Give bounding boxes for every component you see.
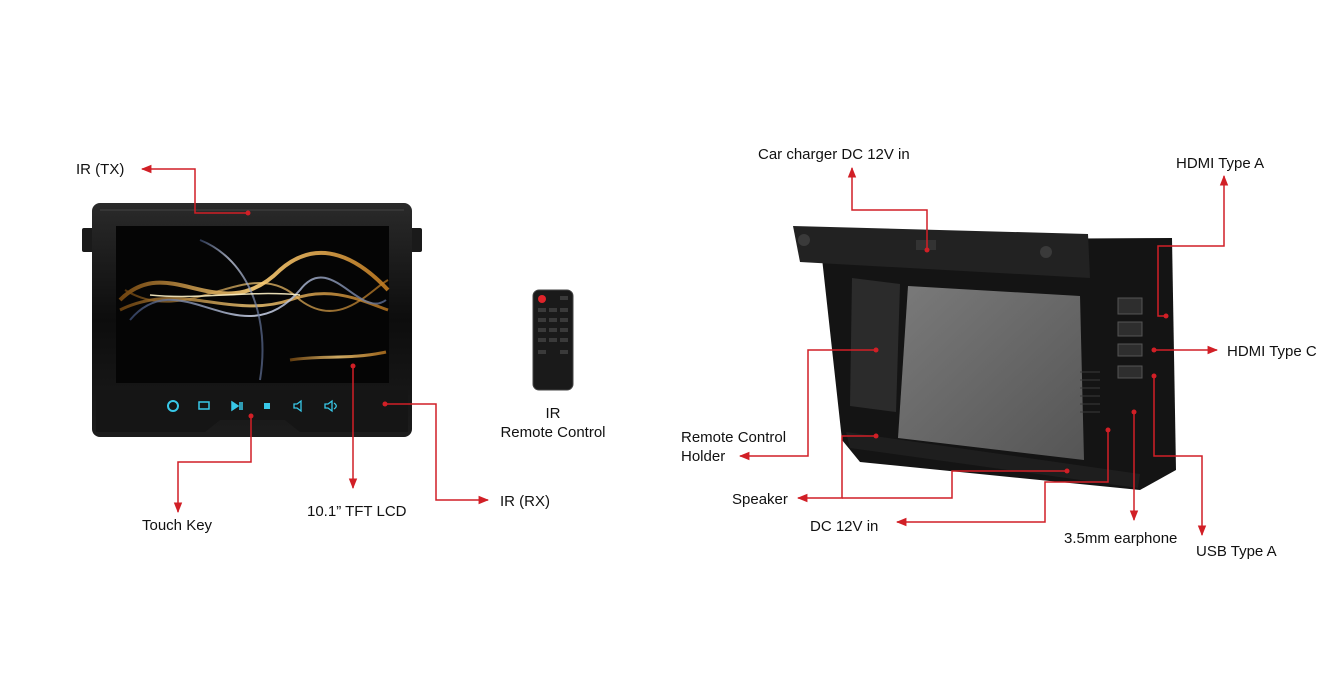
port-block — [1117, 297, 1143, 379]
bottom-edge — [846, 432, 1140, 488]
mount-bracket — [793, 226, 1090, 278]
label-remote-holder-line2: Holder — [681, 448, 726, 465]
remote-control — [532, 289, 574, 391]
label-hdmi-c: HDMI Type C — [1227, 343, 1317, 360]
leader-dots — [245, 210, 1169, 474]
label-hdmi-a: HDMI Type A — [1176, 155, 1265, 172]
leader-car-charger — [847, 166, 928, 250]
label-speaker: Speaker — [732, 491, 788, 508]
bracket-screw-right — [1040, 246, 1052, 258]
speaker-grille — [1080, 371, 1100, 413]
remote-power-button — [538, 295, 546, 303]
label-remote-control: Remote Control — [500, 424, 606, 441]
label-dc-in: DC 12V in — [810, 518, 879, 535]
leader-touch-key — [173, 416, 252, 514]
play-pause-icon[interactable] — [231, 400, 243, 412]
label-ir-tx: IR (TX) — [76, 161, 125, 178]
leader-lines — [140, 164, 1229, 537]
leader-remote-holder — [738, 349, 876, 461]
leader-speaker-lower — [842, 470, 1067, 499]
source-icon[interactable] — [198, 401, 210, 410]
leader-ir-tx — [140, 164, 248, 214]
dc-socket — [916, 240, 936, 250]
label-car-charger: Car charger DC 12V in — [758, 146, 910, 163]
leader-speaker-upper — [796, 435, 876, 503]
bracket-screw-left — [798, 234, 810, 246]
volume-down-icon[interactable] — [293, 399, 302, 413]
label-touch-key: Touch Key — [142, 517, 213, 534]
remote-buttons — [538, 296, 568, 354]
screen-wallpaper — [118, 239, 390, 381]
leader-usb-a — [1153, 376, 1207, 537]
back-monitor — [793, 226, 1176, 490]
leader-dc-in — [895, 430, 1109, 527]
label-remote-holder-line1: Remote Control — [681, 429, 787, 446]
leader-ir-rx — [385, 403, 490, 505]
label-earphone: 3.5mm earphone — [1064, 530, 1178, 547]
touch-keys — [167, 399, 337, 413]
label-ir-rx: IR (RX) — [500, 493, 550, 510]
power-icon[interactable] — [167, 400, 179, 412]
leader-hdmi-a — [1157, 174, 1229, 317]
stop-icon[interactable] — [264, 403, 270, 409]
remote-holder — [850, 278, 900, 412]
back-panel — [898, 286, 1084, 460]
label-remote-ir: IR — [545, 405, 561, 422]
volume-up-icon[interactable] — [324, 399, 337, 413]
front-monitor — [82, 203, 422, 437]
label-usb-a: USB Type A — [1196, 543, 1277, 560]
label-tft-lcd: 10.1” TFT LCD — [307, 503, 407, 520]
